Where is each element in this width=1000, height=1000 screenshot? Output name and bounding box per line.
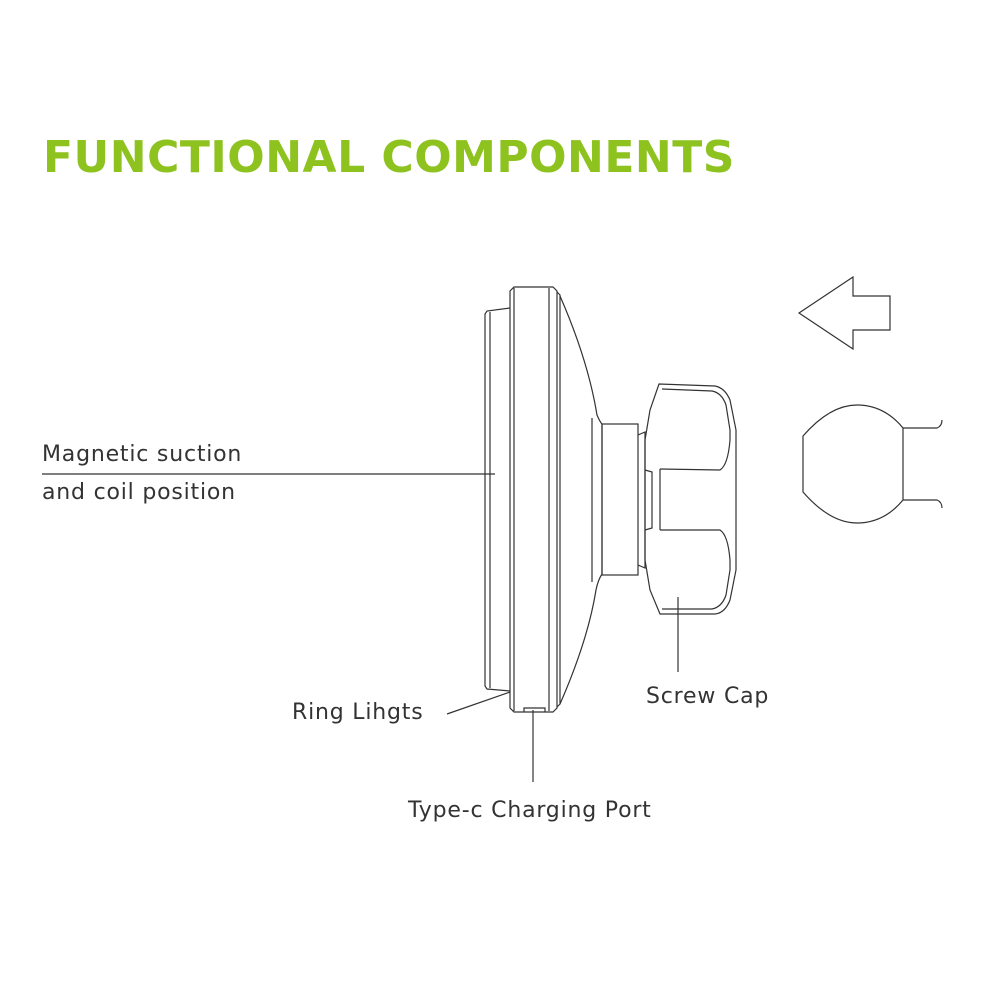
label-screw-cap: Screw Cap (646, 684, 770, 709)
ball-mount (802, 404, 943, 524)
label-magnetic-suction: Magnetic suction (42, 442, 243, 467)
label-ring-lights: Ring Lihgts (292, 700, 424, 725)
back-plate (484, 307, 511, 692)
page-title: FUNCTIONAL COMPONENTS (43, 132, 735, 183)
arrow-left-icon (797, 275, 891, 351)
label-coil-position: and coil position (42, 480, 236, 505)
dome-body (559, 295, 603, 705)
leader-lines (42, 473, 679, 782)
screw-cap (644, 383, 737, 615)
main-ring (509, 286, 561, 713)
label-charging-port: Type-c Charging Port (408, 798, 652, 823)
